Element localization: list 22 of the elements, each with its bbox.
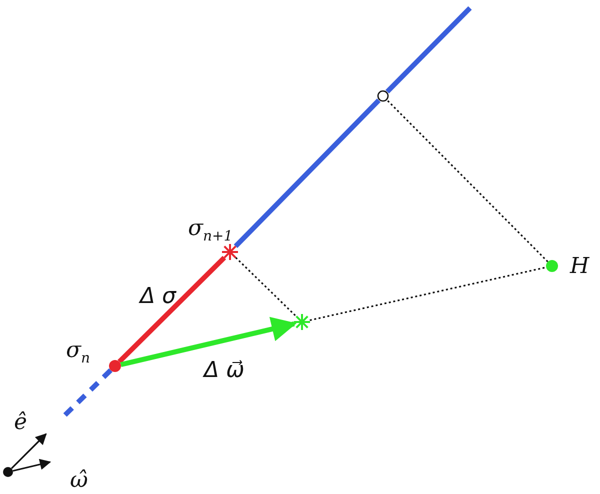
- vector-label: ê: [14, 412, 28, 434]
- edge-label: Δ σ: [140, 286, 176, 308]
- connector-line: [386, 100, 548, 262]
- point-label: H: [570, 256, 590, 278]
- arrow: [120, 316, 297, 368]
- direction-arrow: [12, 458, 52, 472]
- line-extension: [385, 6, 472, 94]
- connector-line: [235, 257, 297, 317]
- point-label: σ$_{n+1}$: [188, 218, 233, 244]
- point-label: σ$_{n}$: [66, 340, 90, 366]
- star-marker: [293, 313, 311, 331]
- connector-line: [310, 266, 546, 322]
- hollow-point-marker: [376, 89, 390, 103]
- point-dot: [545, 259, 559, 273]
- connector-line: [234, 98, 381, 248]
- vector-label: ω̂: [70, 470, 88, 492]
- direction-arrow: [10, 433, 47, 470]
- connector-line: [118, 256, 226, 364]
- edge-label: Δ ω⃗: [204, 360, 244, 382]
- point-dot: [108, 359, 122, 373]
- point-dot: [2, 466, 14, 478]
- star-marker: [221, 243, 239, 261]
